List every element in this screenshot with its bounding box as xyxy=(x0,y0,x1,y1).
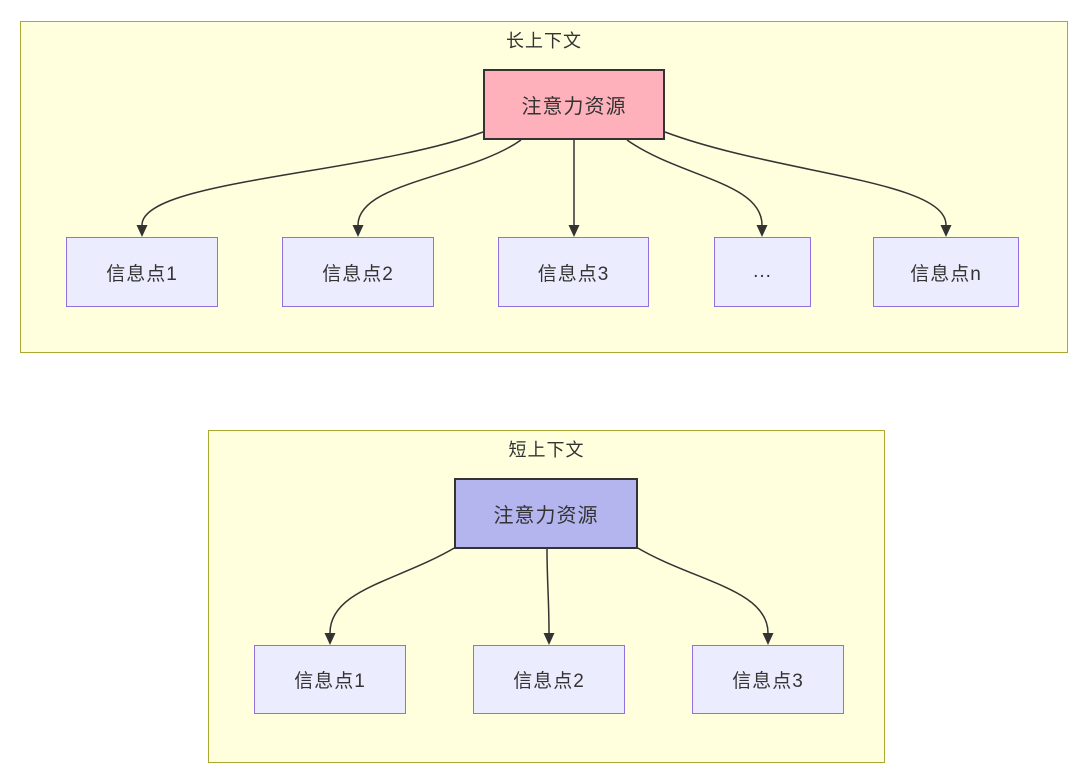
edge-layer-long xyxy=(136,131,952,237)
edge-root-to-infon xyxy=(664,131,947,226)
arrowhead-icon xyxy=(762,633,774,645)
arrowhead-icon xyxy=(568,225,580,237)
node-attention-resource-short: 注意力资源 xyxy=(454,478,638,549)
arrowhead-icon xyxy=(352,225,364,237)
edge-layer-short xyxy=(324,546,774,645)
node-info-point-n: 信息点n xyxy=(873,237,1019,307)
edge-root-to-info2 xyxy=(546,548,550,634)
node-label: 信息点n xyxy=(910,263,982,285)
node-attention-resource-long: 注意力资源 xyxy=(483,69,665,140)
node-label: 信息点3 xyxy=(732,671,804,692)
node-label: 信息点2 xyxy=(322,263,394,285)
node-label: 信息点1 xyxy=(106,263,178,285)
arrowhead-icon xyxy=(756,225,768,237)
node-label: 信息点2 xyxy=(513,671,585,692)
node-label: 信息点3 xyxy=(537,263,610,285)
edge-root-to-info1 xyxy=(141,131,484,226)
cluster-long-context: 长上下文 注意力资源 信息点1 信息点2 信息点3 ... xyxy=(20,21,1068,353)
edge-root-to-ellipsis xyxy=(626,139,763,226)
edge-root-to-info3 xyxy=(635,546,769,634)
node-info-point-2: 信息点2 xyxy=(473,645,625,714)
arrowhead-icon xyxy=(543,633,555,645)
arrowhead-icon xyxy=(324,633,336,645)
cluster-short-context: 短上下文 注意力资源 信息点1 信息点2 信息点3 xyxy=(208,430,885,763)
arrowhead-icon xyxy=(940,225,952,237)
node-label: ... xyxy=(753,261,772,282)
node-label: 信息点1 xyxy=(294,671,366,692)
cluster-short-title: 短上下文 xyxy=(508,440,585,460)
arrowhead-icon xyxy=(136,225,148,237)
node-label: 注意力资源 xyxy=(493,505,599,527)
node-info-point-1: 信息点1 xyxy=(66,237,218,307)
node-info-point-1: 信息点1 xyxy=(254,645,406,714)
cluster-long-title: 长上下文 xyxy=(506,31,582,51)
node-ellipsis: ... xyxy=(714,237,811,307)
node-info-point-2: 信息点2 xyxy=(282,237,434,307)
node-info-point-3: 信息点3 xyxy=(692,645,844,714)
edge-root-to-info1 xyxy=(329,546,457,634)
node-label: 注意力资源 xyxy=(521,96,627,118)
node-info-point-3: 信息点3 xyxy=(498,237,649,307)
edge-root-to-info2 xyxy=(357,139,522,226)
